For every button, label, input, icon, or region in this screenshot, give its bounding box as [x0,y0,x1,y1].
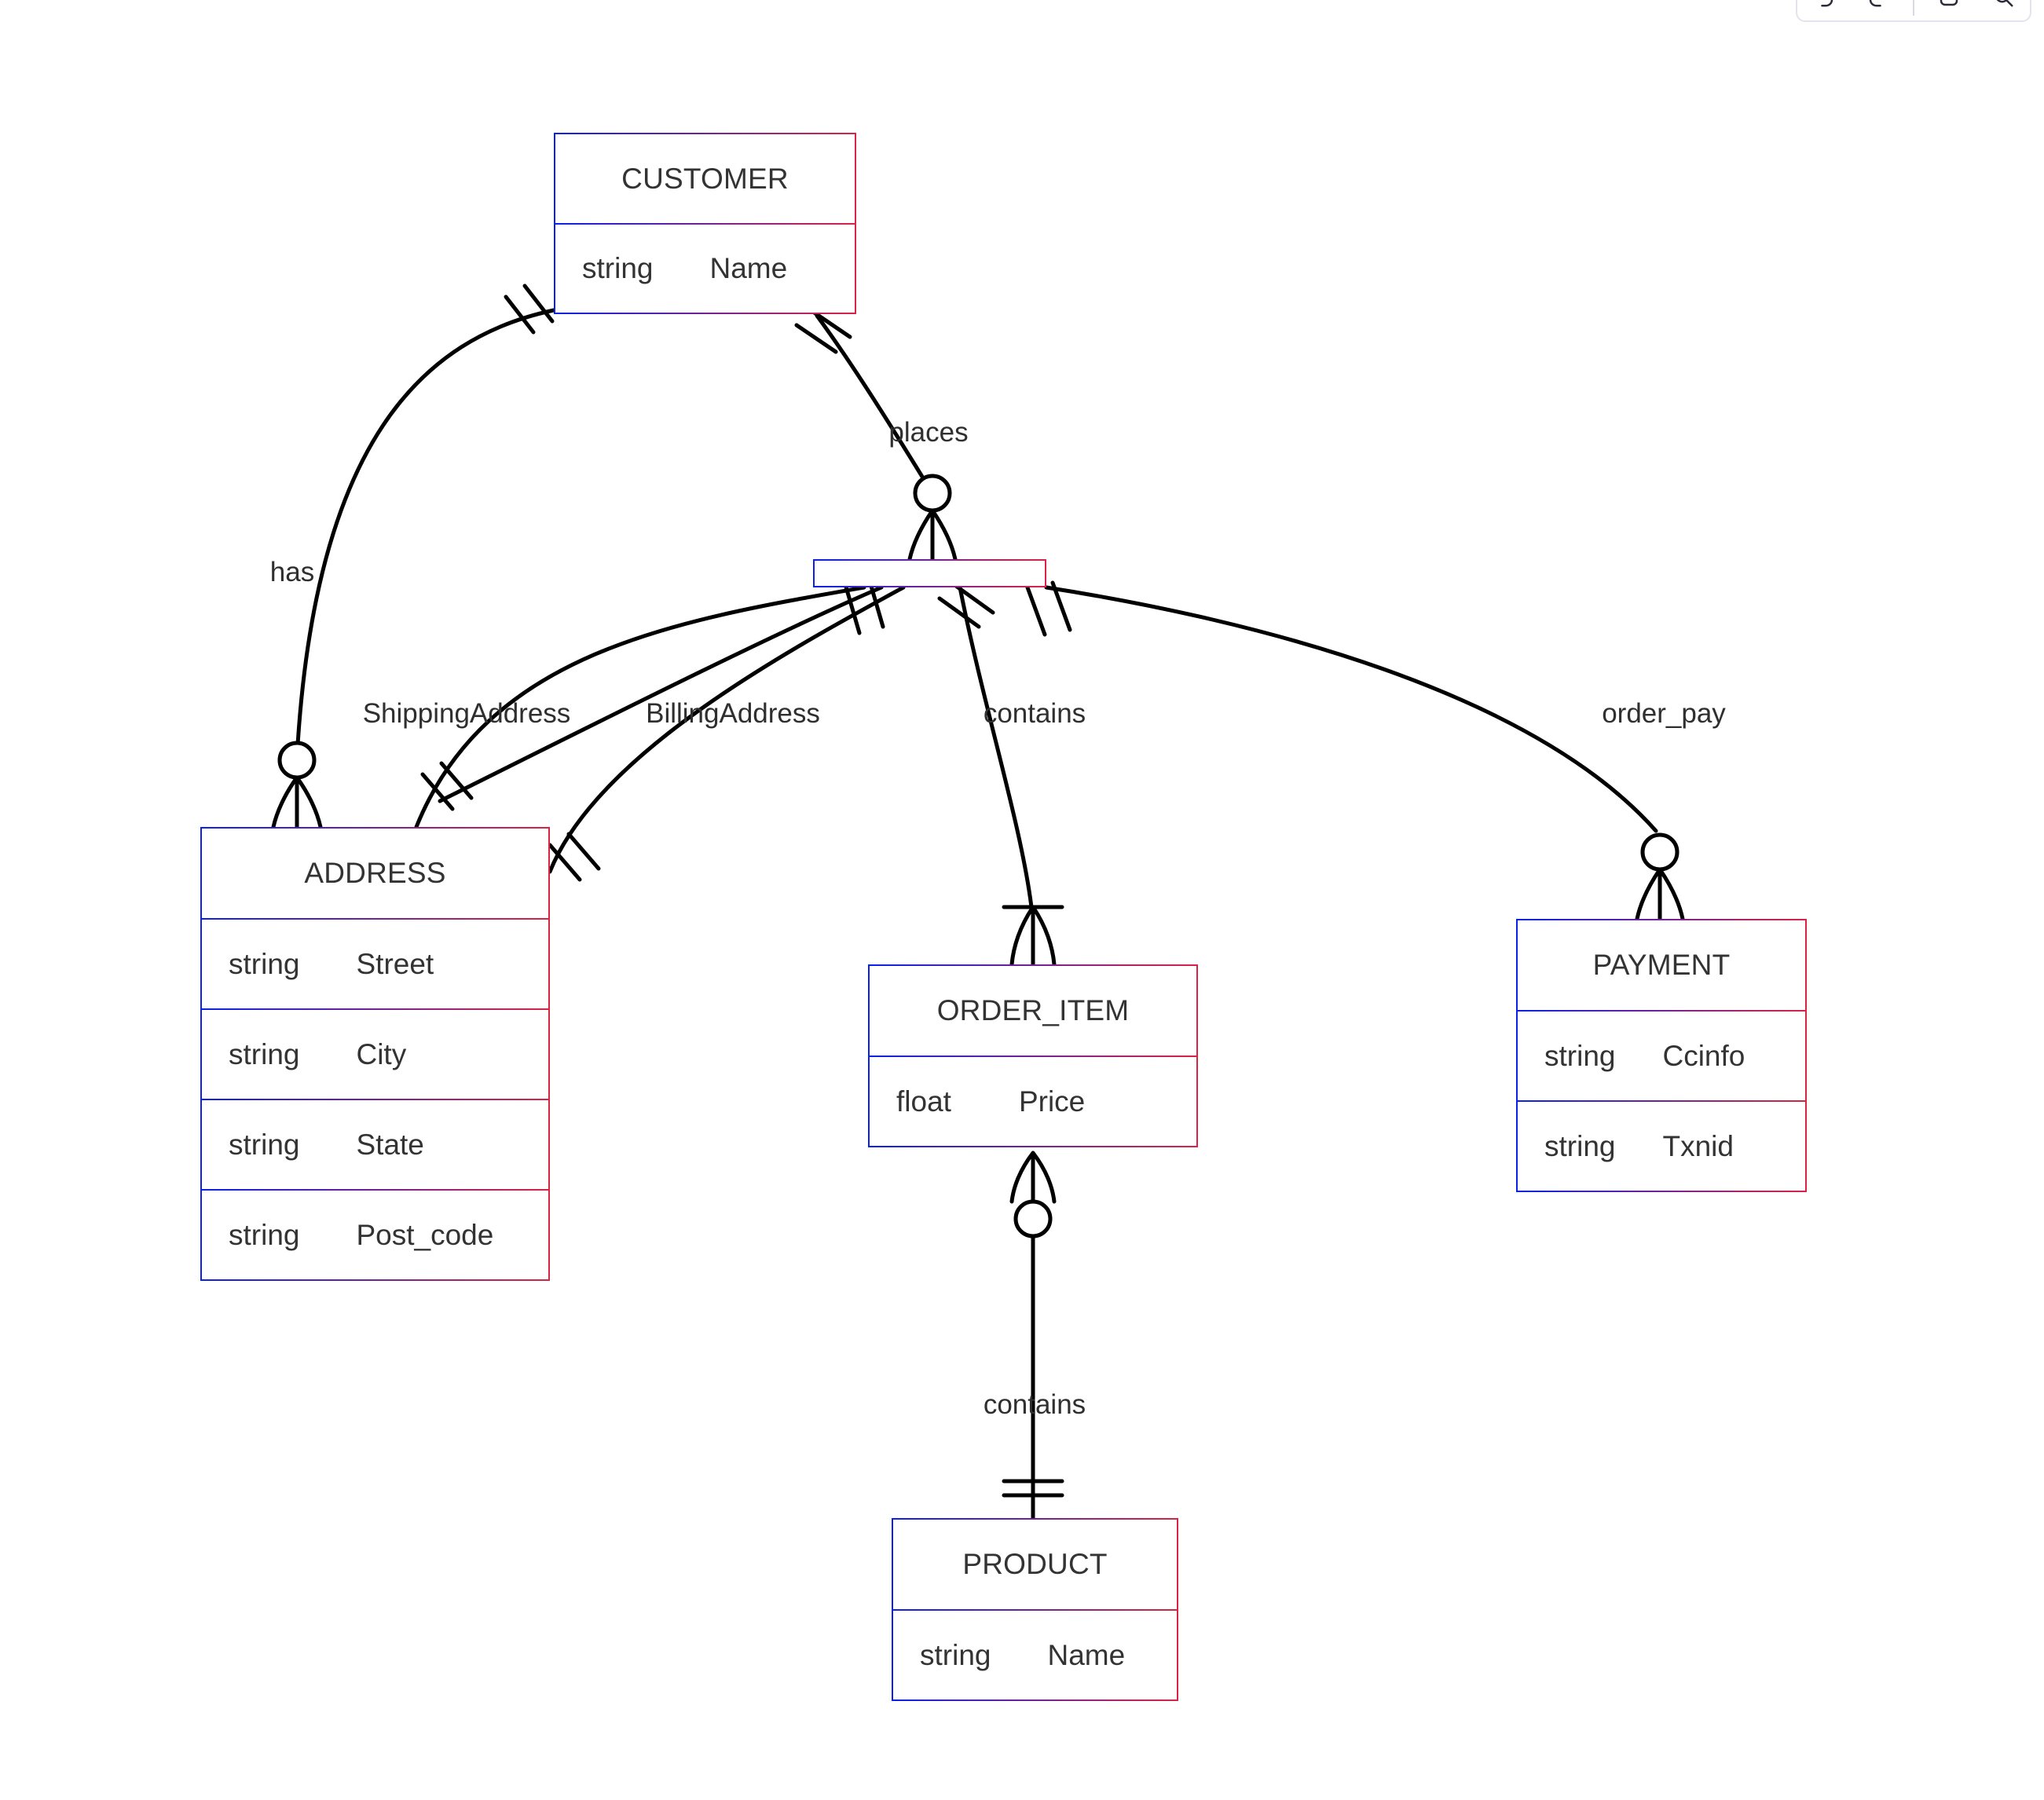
attribute-type: string [229,1037,300,1070]
entity-product-name: PRODUCT [962,1548,1108,1580]
relationship-label-contains-item: contains [983,698,1086,729]
entity-address-attr-row[interactable]: string Post_code [200,1189,550,1281]
entity-customer[interactable]: CUSTOMER string Name [554,133,856,314]
attribute-type: string [582,252,654,284]
edge-shipping-address[interactable] [414,585,866,829]
marker-order-pay-zero-many [1635,832,1685,921]
entity-address-attr-row[interactable]: string Street [200,918,550,1010]
entity-order-item-attr-row[interactable]: float Price [868,1055,1198,1147]
attribute-name: City [356,1037,407,1070]
entity-payment-attr-row[interactable]: string Txnid [1516,1100,1807,1192]
entity-order-item-header[interactable]: ORDER_ITEM [868,964,1198,1057]
attribute-type: string [1544,1039,1616,1072]
edge-billing-address[interactable] [438,585,884,803]
entity-order-item-name: ORDER_ITEM [936,994,1130,1026]
attribute-type: string [229,947,300,980]
reset-icon[interactable] [1930,0,1968,16]
marker-order-pay-one-one [1025,580,1072,637]
redo-icon[interactable] [1859,0,1897,16]
entity-payment-attr-row[interactable]: string Ccinfo [1516,1010,1807,1102]
entity-address[interactable]: ADDRESS string Street string City string… [200,827,550,1281]
edge-contains-item[interactable] [958,585,1034,909]
attribute-name: State [356,1128,424,1161]
attribute-name: Name [1047,1638,1126,1671]
attribute-name: Txnid [1662,1129,1734,1162]
entity-payment[interactable]: PAYMENT string Ccinfo string Txnid [1516,919,1807,1192]
entity-customer-header[interactable]: CUSTOMER [554,133,856,225]
relationship-label-billing-address: BillingAddress [646,698,820,729]
entity-address-attr-row[interactable]: string State [200,1099,550,1191]
attribute-name: Price [1018,1085,1086,1118]
attribute-name: Post_code [356,1218,494,1251]
entity-address-name: ADDRESS [304,857,446,889]
search-icon[interactable] [1984,0,2022,16]
marker-shipping-b-one-one [548,832,601,882]
marker-has-one-one [504,284,555,335]
marker-contains-item-one-one [937,582,995,629]
entity-order[interactable] [813,559,1046,587]
marker-has-zero-many [271,741,323,829]
marker-contains-item-many [1002,905,1064,967]
entity-customer-name: CUSTOMER [621,162,789,195]
entity-payment-name: PAYMENT [1592,949,1731,981]
marker-contains-product-zero-many [1009,1151,1057,1238]
marker-billing-one-one [420,761,474,811]
attribute-name: Name [709,252,788,284]
edge-has[interactable] [295,308,556,760]
entity-address-header[interactable]: ADDRESS [200,827,550,920]
attribute-type: string [920,1638,991,1671]
attribute-name: Ccinfo [1662,1039,1745,1072]
attribute-type: string [1544,1129,1616,1162]
entity-product-attr-row[interactable]: string Name [892,1609,1178,1701]
edge-places[interactable] [815,313,931,489]
relationship-label-places: places [888,417,969,448]
attribute-type: string [229,1128,300,1161]
marker-places-zero-many [907,474,958,562]
entity-product[interactable]: PRODUCT string Name [892,1518,1178,1701]
undo-icon[interactable] [1805,0,1843,16]
relationship-label-shipping-address: ShippingAddress [362,698,571,729]
entity-customer-attr-row[interactable]: string Name [554,223,856,314]
entity-order-header[interactable] [813,559,1046,587]
relationship-label-has: has [269,557,315,587]
entity-payment-header[interactable]: PAYMENT [1516,919,1807,1012]
diagram-toolbar[interactable] [1796,0,2031,22]
edge-shipping-address-b[interactable] [548,585,906,874]
marker-places-one-one [794,308,852,354]
relationship-label-contains-product: contains [983,1389,1086,1420]
entity-order-item[interactable]: ORDER_ITEM float Price [868,964,1198,1147]
attribute-type: float [896,1085,951,1118]
entity-product-header[interactable]: PRODUCT [892,1518,1178,1611]
attribute-type: string [229,1218,300,1251]
marker-contains-product-one-one [1002,1479,1064,1498]
attribute-name: Street [356,947,434,980]
toolbar-divider [1912,0,1914,16]
relationship-label-order-pay: order_pay [1602,698,1726,729]
edge-order-pay[interactable] [1044,585,1658,833]
entity-address-attr-row[interactable]: string City [200,1008,550,1100]
